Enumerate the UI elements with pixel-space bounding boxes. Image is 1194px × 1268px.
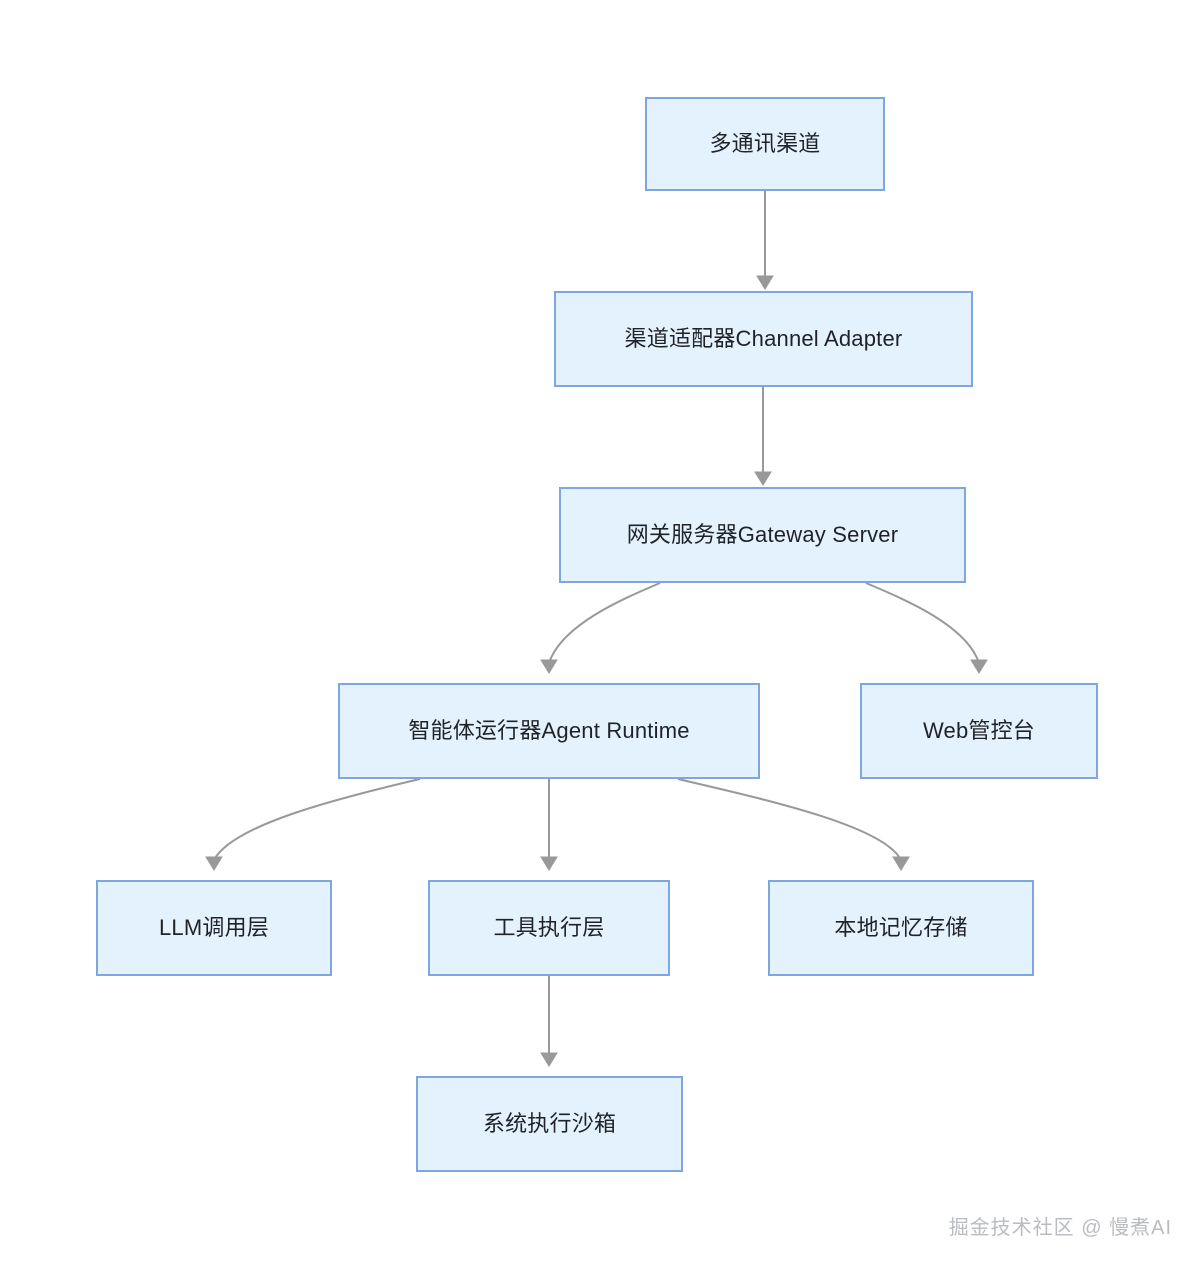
node-llm-layer[interactable]: LLM调用层 — [96, 880, 332, 976]
node-label: 本地记忆存储 — [834, 915, 968, 941]
node-local-memory[interactable]: 本地记忆存储 — [768, 880, 1034, 976]
arrowhead-icon — [892, 856, 910, 871]
node-label: 多通讯渠道 — [709, 131, 821, 157]
node-label: 智能体运行器Agent Runtime — [408, 718, 690, 744]
node-web-console[interactable]: Web管控台 — [860, 683, 1098, 779]
arrowhead-icon — [756, 275, 774, 290]
arrowhead-icon — [205, 856, 223, 871]
node-label: Web管控台 — [922, 718, 1036, 744]
arrowhead-icon — [754, 471, 772, 486]
node-label: 工具执行层 — [493, 915, 605, 941]
watermark-text: 掘金技术社区 @ 慢煮AI — [948, 1217, 1172, 1239]
node-system-sandbox[interactable]: 系统执行沙箱 — [416, 1076, 683, 1172]
edge-gateway-server-to-agent-runtime — [548, 582, 661, 664]
edge-agent-runtime-to-local-memory — [677, 778, 902, 861]
node-label: 网关服务器Gateway Server — [626, 522, 899, 548]
edge-agent-runtime-to-llm-layer — [213, 778, 421, 861]
node-label: 渠道适配器Channel Adapter — [624, 326, 903, 352]
arrowhead-icon — [970, 659, 988, 674]
node-channel-adapter[interactable]: 渠道适配器Channel Adapter — [554, 291, 973, 387]
node-agent-runtime[interactable]: 智能体运行器Agent Runtime — [338, 683, 760, 779]
arrowhead-icon — [540, 1052, 558, 1067]
arrowhead-icon — [540, 856, 558, 871]
arrowhead-icon — [540, 659, 558, 674]
node-label: LLM调用层 — [159, 915, 269, 941]
edge-gateway-server-to-web-console — [865, 582, 980, 664]
node-multi-channel[interactable]: 多通讯渠道 — [645, 97, 885, 191]
node-tool-exec-layer[interactable]: 工具执行层 — [428, 880, 670, 976]
node-gateway-server[interactable]: 网关服务器Gateway Server — [559, 487, 966, 583]
node-label: 系统执行沙箱 — [482, 1111, 617, 1137]
